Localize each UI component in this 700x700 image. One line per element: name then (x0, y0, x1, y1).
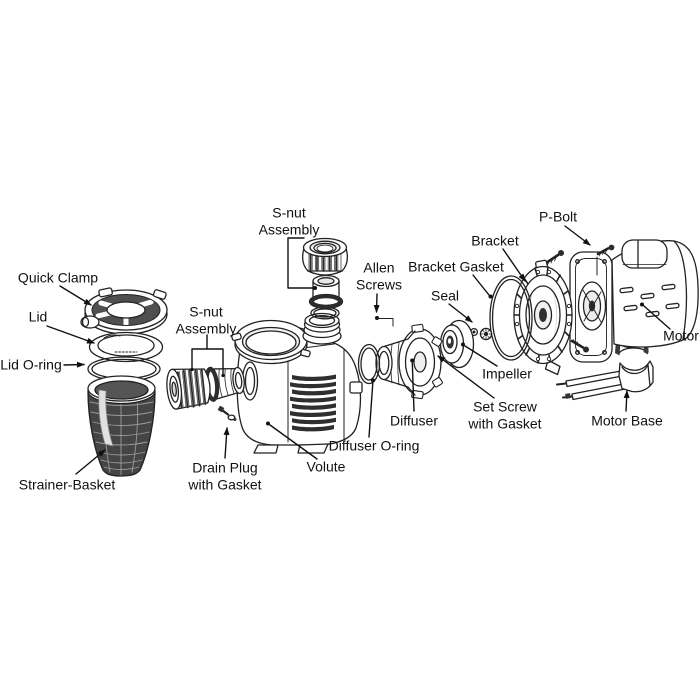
strainer-basket-drawing (87, 375, 156, 477)
leader-snut-top (287, 237, 317, 290)
diffuser-oring-drawing (357, 343, 381, 385)
label-snut-assembly-left: S-nut Assembly (175, 303, 237, 336)
label-quick-clamp: Quick Clamp (17, 269, 99, 286)
label-drain-plug: Drain Plug with Gasket (188, 459, 262, 492)
volute-collar (231, 319, 311, 365)
leader-motor-base (623, 390, 630, 412)
volute-drawing (217, 312, 363, 454)
snut-assembly-top-drawing (301, 237, 349, 320)
label-bracket-gasket: Bracket Gasket (408, 258, 504, 275)
seal-drawing (469, 327, 493, 341)
label-volute: Volute (306, 458, 346, 475)
motor-vent-slots (619, 283, 680, 318)
leader-diffuser-oring (368, 378, 375, 438)
leader-strainer-basket (75, 449, 106, 475)
leader-lines (46, 225, 671, 475)
motor-drawing (569, 239, 699, 363)
drain-plug-drawing (217, 405, 237, 421)
motor-base-drawing (556, 339, 654, 401)
leader-bracket (502, 248, 526, 282)
leader-snut-left (190, 334, 225, 378)
impeller-drawing (439, 319, 475, 369)
leader-lid (46, 325, 95, 344)
bracket-gasket-drawing (489, 275, 533, 361)
label-set-screw: Set Screw with Gasket (468, 398, 542, 431)
label-impeller: Impeller (482, 365, 532, 382)
snut-assembly-left-drawing (166, 366, 245, 410)
quick-clamp-drawing (80, 287, 168, 335)
leader-bracket-gasket (472, 274, 493, 299)
leader-seal (448, 303, 473, 323)
label-motor-base: Motor Base (591, 412, 663, 429)
label-snut-assembly-top: S-nut Assembly (258, 204, 320, 237)
leader-p-bolt (564, 225, 591, 246)
label-strainer-basket: Strainer-Basket (18, 476, 116, 493)
label-lid: Lid (28, 308, 48, 325)
bracket-bolt-top (544, 250, 564, 266)
bracket-bolt-bottom (570, 339, 589, 353)
label-diffuser: Diffuser (390, 412, 438, 429)
leader-motor (640, 302, 671, 330)
label-bracket: Bracket (471, 232, 519, 249)
leader-set-screw (437, 355, 495, 399)
motor-front-flange (569, 251, 613, 363)
leader-lid-oring (63, 361, 85, 368)
leader-volute (266, 421, 318, 460)
leader-impeller (461, 342, 498, 367)
lid-drawing (88, 331, 164, 363)
volute-fins (290, 374, 336, 432)
motor-conduit-box (621, 239, 668, 269)
label-lid-oring: Lid O-ring (0, 356, 62, 373)
label-allen-screws: Allen Screws (356, 259, 402, 292)
label-motor: Motor (663, 327, 699, 344)
volute-discharge-port (302, 312, 342, 345)
diffuser-drawing (375, 323, 443, 400)
allen-screws-drawing (375, 316, 394, 327)
leader-diffuser (410, 358, 415, 412)
label-seal: Seal (430, 287, 460, 304)
volute-inlet-flange (241, 361, 259, 401)
leader-drain-plug (223, 427, 230, 459)
label-p-bolt: P-Bolt (538, 208, 578, 225)
leader-quick-clamp (59, 285, 92, 306)
label-diffuser-oring: Diffuser O-ring (328, 437, 420, 454)
leader-allen-screws (373, 293, 380, 313)
p-bolt-drawing (596, 244, 615, 276)
